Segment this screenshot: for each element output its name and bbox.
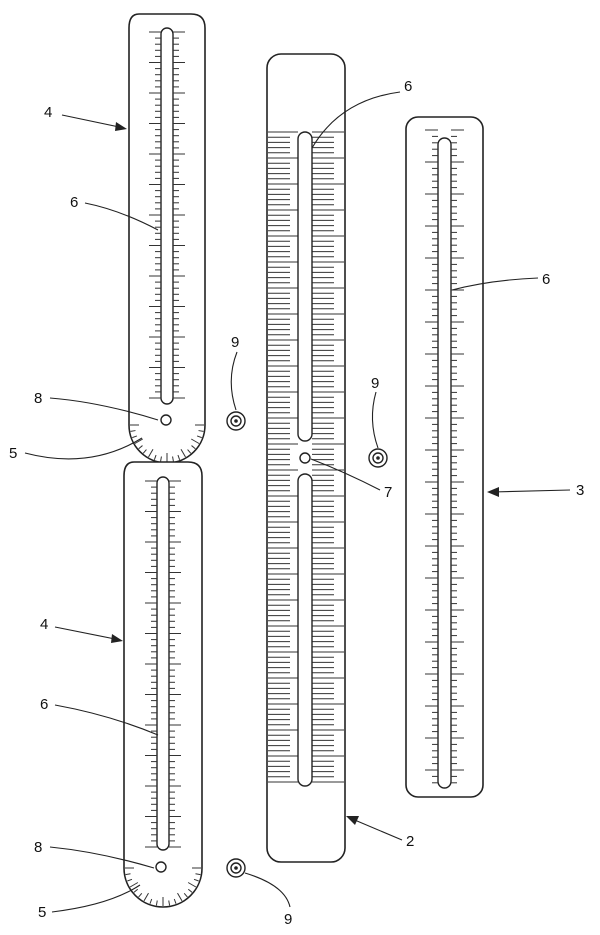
protractor-tick xyxy=(153,454,157,460)
upper-left-ruler-scale xyxy=(149,31,185,399)
protractor-tick xyxy=(132,435,138,439)
right-ruler-slot xyxy=(437,137,452,789)
ref-numeral-3: 3 xyxy=(576,482,584,499)
ref-numeral-6-lower-left: 6 xyxy=(40,696,48,713)
leader-6-c xyxy=(451,277,539,291)
ref-numeral-7: 7 xyxy=(384,484,392,501)
protractor-tick xyxy=(138,445,143,450)
leader-5-a xyxy=(24,437,143,460)
leader-3 xyxy=(491,489,571,493)
lower-left-ruler-slot xyxy=(156,476,170,851)
leader-lines xyxy=(24,91,571,913)
ref-numeral-8-lower: 8 xyxy=(34,839,42,856)
protractor-tick xyxy=(148,448,154,458)
ref-numeral-4-lower: 4 xyxy=(40,616,48,633)
protractor-tick xyxy=(193,878,199,882)
leader-7 xyxy=(310,458,381,491)
lower-left-pivot-hole xyxy=(155,861,167,873)
lower-left-ruler-scale xyxy=(145,480,181,848)
upper-left-protractor-scale xyxy=(130,424,204,462)
protractor-tick xyxy=(160,456,162,462)
fastener-middle xyxy=(368,448,388,468)
leader-2 xyxy=(349,817,403,841)
arrowhead-4-top xyxy=(115,122,127,131)
upper-left-ruler xyxy=(128,13,206,464)
ref-numeral-4-upper: 4 xyxy=(44,104,52,121)
ref-numeral-6-center: 6 xyxy=(404,78,412,95)
ref-numeral-9-lower: 9 xyxy=(284,911,292,928)
protractor-tick xyxy=(198,430,204,432)
arrowhead-4-bottom xyxy=(111,634,123,643)
upper-left-ruler-slot xyxy=(160,27,174,405)
fastener-upper xyxy=(226,411,246,431)
center-ruler xyxy=(266,53,346,863)
protractor-tick xyxy=(183,892,188,898)
leader-4-top xyxy=(61,114,125,129)
leader-9-b xyxy=(371,391,379,449)
protractor-tick xyxy=(187,882,197,888)
right-ruler xyxy=(405,116,484,798)
leader-8-a xyxy=(49,397,159,421)
center-ruler-upper-slot xyxy=(297,131,313,442)
upper-left-pivot-hole xyxy=(160,414,172,426)
protractor-tick xyxy=(127,878,133,882)
center-pivot-hole xyxy=(299,452,311,464)
protractor-tick xyxy=(142,449,147,454)
protractor-tick xyxy=(195,873,201,876)
ref-numeral-6-right: 6 xyxy=(542,271,550,288)
leader-5-b xyxy=(51,884,141,913)
ref-numeral-9-upper: 9 xyxy=(231,334,239,351)
protractor-tick xyxy=(143,892,149,902)
protractor-tick xyxy=(180,448,186,458)
leader-9-c xyxy=(244,872,291,908)
protractor-tick xyxy=(177,892,183,902)
protractor-tick xyxy=(177,454,181,460)
protractor-tick xyxy=(172,456,174,462)
arrowhead-2 xyxy=(346,816,359,825)
reference-numerals: 4 6 8 5 9 6 9 7 6 3 4 6 8 5 2 9 xyxy=(9,78,584,928)
leader-8-b xyxy=(49,846,155,869)
leader-6-a xyxy=(84,202,159,231)
ref-numeral-9-middle: 9 xyxy=(371,375,379,392)
fastener-center-dot xyxy=(234,866,238,870)
protractor-tick xyxy=(130,430,136,432)
protractor-tick xyxy=(134,438,144,444)
protractor-tick xyxy=(173,898,177,904)
protractor-tick xyxy=(129,882,139,888)
leader-6-b xyxy=(311,91,401,149)
protractor-tick xyxy=(125,873,131,876)
protractor-tick xyxy=(138,892,143,898)
protractor-tick xyxy=(149,898,153,904)
protractor-tick xyxy=(133,888,139,893)
leader-9-a xyxy=(230,351,238,411)
protractor-tick xyxy=(196,435,202,439)
protractor-tick xyxy=(191,445,196,450)
leader-4-bottom xyxy=(54,626,121,641)
leader-6-d xyxy=(54,704,159,736)
center-ruler-lower-slot xyxy=(297,473,313,787)
center-ruler-scale xyxy=(268,131,344,783)
ref-numeral-6-upper-left: 6 xyxy=(70,194,78,211)
right-ruler-scale xyxy=(425,129,464,784)
protractor-tick xyxy=(168,900,171,906)
ref-numeral-2: 2 xyxy=(406,833,414,850)
arrowhead-3 xyxy=(487,487,499,497)
protractor-tick xyxy=(187,888,193,893)
lower-left-protractor-scale xyxy=(125,867,201,906)
protractor-tick xyxy=(187,449,192,454)
fastener-center-dot xyxy=(376,456,380,460)
ref-numeral-8-upper: 8 xyxy=(34,390,42,407)
protractor-tick xyxy=(190,438,200,444)
ref-numeral-5-upper: 5 xyxy=(9,445,17,462)
ref-numeral-5-lower: 5 xyxy=(38,904,46,921)
protractor-tick xyxy=(155,900,158,906)
fastener-lower xyxy=(226,858,246,878)
lower-left-ruler xyxy=(123,461,203,908)
fastener-center-dot xyxy=(234,419,238,423)
